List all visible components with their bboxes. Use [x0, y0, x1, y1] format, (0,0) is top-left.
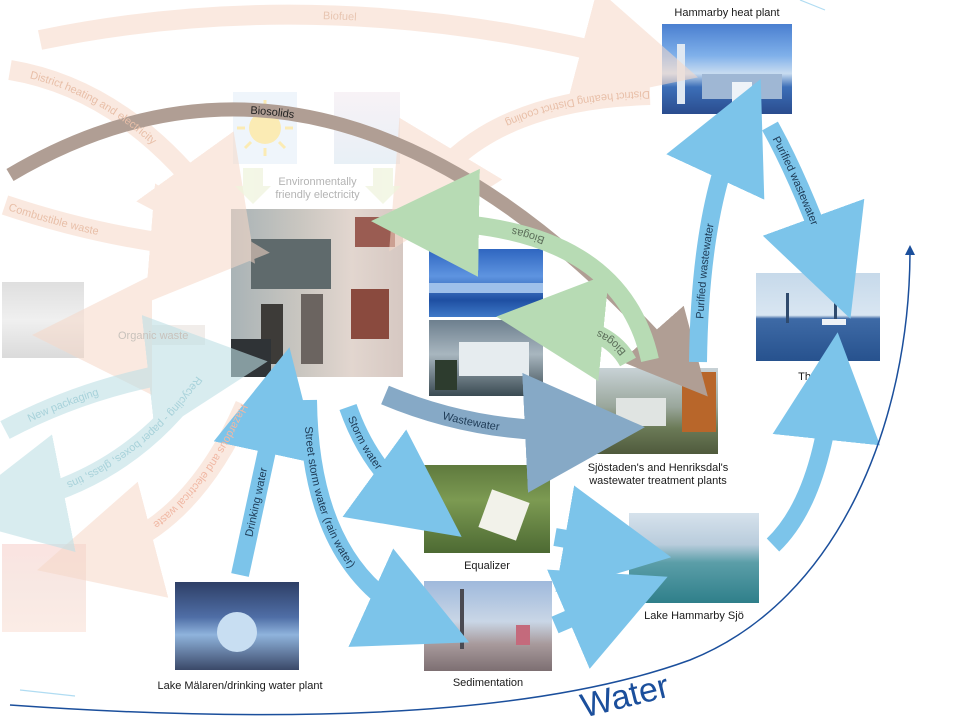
sea-label: The sea: [798, 371, 838, 383]
label-biosolids: Biosolids: [250, 105, 295, 121]
lake-malaren-photo: [175, 582, 299, 670]
label-purified-down: Purified wastewater: [770, 135, 821, 228]
organic-waste-photo: [2, 282, 84, 358]
sedimentation-photo: [424, 581, 552, 671]
label-organic-waste: Organic waste: [118, 330, 188, 342]
lake-hammarby-photo: [629, 513, 759, 603]
eco-electricity-arrows: [235, 168, 401, 204]
biogas-bus-photo: [429, 249, 543, 317]
heat-plant-label: Hammarby heat plant: [674, 7, 780, 19]
main-building-photo: [231, 209, 403, 377]
lake-malaren-label: Lake Mälaren/drinking water plant: [157, 680, 323, 692]
hazardous-waste-photo: [2, 544, 86, 632]
water-cycle-tail: [19, 689, 76, 697]
treatment-plant-label: Sjöstaden's and Henriksdal's wastewater …: [587, 462, 729, 487]
equalizer-label: Equalizer: [464, 560, 510, 572]
recycle-flows: [5, 368, 208, 505]
sedimentation-label: Sedimentation: [452, 677, 524, 689]
label-storm-water: Storm water: [345, 415, 384, 473]
water-arrows: [240, 126, 832, 625]
heat-plant-photo: [662, 24, 792, 114]
eco-electricity-label: Environmentally friendly electricity: [275, 176, 360, 201]
sea-photo: [756, 273, 880, 361]
label-biofuel: Biofuel: [323, 10, 357, 23]
water-cycle-line: [9, 245, 915, 716]
equalizer-photo: [424, 465, 550, 553]
water-cycle-title: Water: [577, 667, 673, 720]
lake-hammarby-label: Lake Hammarby Sjö: [644, 610, 744, 622]
top-right-tail: [799, 0, 826, 11]
biogas-car-photo: [429, 320, 543, 396]
flow-labels: Biofuel Biosolids District heating and e…: [7, 10, 820, 570]
treatment-plant-photo: [596, 368, 718, 454]
